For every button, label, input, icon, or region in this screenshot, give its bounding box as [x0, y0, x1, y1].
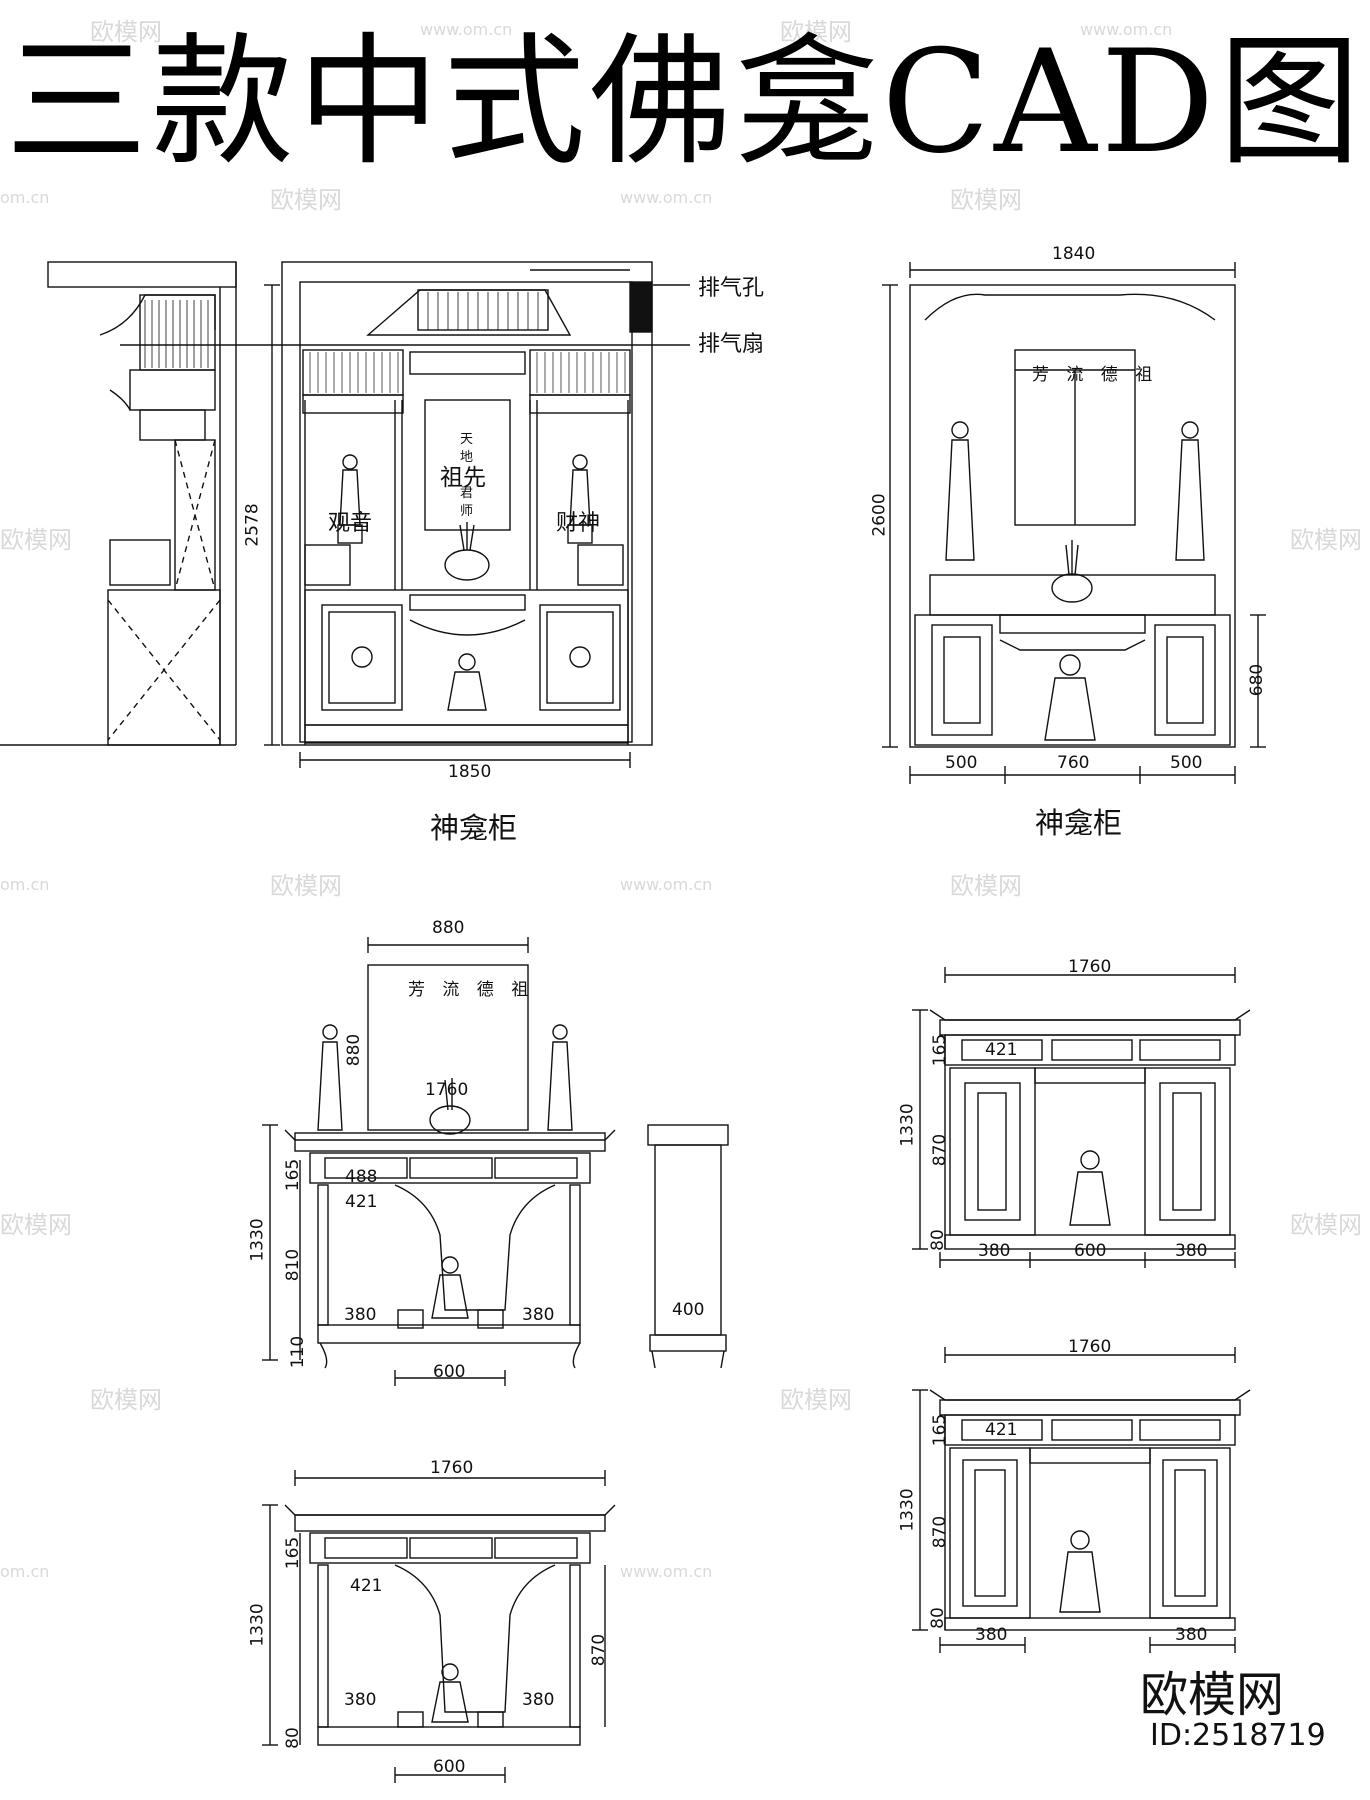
watermark-domain: www.om.cn	[620, 1562, 713, 1581]
watermark-brand: 欧模网	[1290, 526, 1362, 554]
dim-drawer-421-c: 421	[350, 1576, 383, 1596]
dim-drawer-421-a: 421	[345, 1192, 378, 1212]
front-elevation-mid-right	[912, 967, 1251, 1268]
tablet-char-4: 师	[460, 504, 474, 519]
tablet-char-1: 天	[460, 432, 474, 447]
tablet-ancestors: 祖先	[440, 465, 486, 491]
tablet-char-3: 君	[460, 486, 474, 501]
model-id: ID:2518719	[1150, 1718, 1326, 1753]
dim-width-1760-b: 1760	[1068, 957, 1112, 977]
dim-base-80-b: 80	[927, 1229, 948, 1251]
incense-burner-1	[444, 522, 490, 581]
tablet-char-2: 地	[460, 450, 474, 465]
dim-width-500-left: 500	[945, 753, 978, 773]
dim-base-80-c: 80	[282, 1727, 303, 1749]
figure-pair-top-right	[945, 421, 1205, 741]
dim-height-1330-b: 1330	[897, 1103, 918, 1147]
dim-drawer-165-d: 165	[930, 1413, 951, 1447]
dim-height-2600: 2600	[869, 493, 890, 537]
watermark-brand: 欧模网	[90, 18, 162, 46]
label-guanyin: 观音	[328, 511, 373, 536]
front-elevation-mid-left	[262, 937, 616, 1386]
dim-drawer-421-d: 421	[985, 1420, 1018, 1440]
dim-width-880: 880	[432, 918, 465, 938]
dim-drawer-165-b: 165	[930, 1033, 951, 1067]
watermark-brand: 欧模网	[270, 872, 342, 900]
watermark-brand: 欧模网	[950, 872, 1022, 900]
buddha-figure-1	[447, 653, 487, 711]
watermark-domain: om.cn	[0, 875, 50, 894]
watermark-brand: 欧模网	[1290, 1211, 1362, 1239]
watermark-brand: 欧模网	[780, 18, 852, 46]
watermark-brand: 欧模网	[270, 186, 342, 214]
dim-width-760: 760	[1057, 753, 1090, 773]
side-view-400	[647, 1124, 729, 1369]
dim-width-1760-a: 1760	[425, 1080, 469, 1100]
dim-width-1760-d: 1760	[1068, 1337, 1112, 1357]
label-vent-hole: 排气孔	[698, 276, 765, 301]
watermark-brand: 欧模网	[0, 1211, 72, 1239]
dim-base-80-d: 80	[927, 1607, 948, 1629]
dim-center-600-b: 600	[1074, 1241, 1107, 1261]
side-section-view	[0, 261, 280, 746]
dim-drawer-165-a: 165	[283, 1158, 304, 1192]
plaque-text-1: 芳 流 德 祖	[1032, 365, 1159, 385]
dim-height-1330-c: 1330	[247, 1603, 268, 1647]
caption-shrine-cabinet-1: 神龛柜	[430, 811, 518, 845]
watermark-domain: om.cn	[0, 188, 50, 207]
watermark-domain: www.om.cn	[620, 188, 713, 207]
dim-drawer-488: 488	[345, 1167, 378, 1187]
dim-width-1760-c: 1760	[430, 1458, 474, 1478]
front-elevation-1840	[882, 262, 1266, 784]
dim-height-1330-a: 1330	[247, 1218, 268, 1262]
watermark-brand: 欧模网	[0, 526, 72, 554]
dim-width-500-right: 500	[1170, 753, 1203, 773]
figure-guanyin	[337, 454, 363, 544]
dim-height-680: 680	[1247, 663, 1268, 697]
dim-cabinet-870-b: 870	[930, 1133, 951, 1167]
dim-drawer-421-b: 421	[985, 1040, 1018, 1060]
dim-plaque-880: 880	[344, 1033, 365, 1067]
dim-side-380-left-d: 380	[975, 1625, 1008, 1645]
page-title: 三款中式佛龛CAD图	[5, 20, 1365, 185]
dim-drawer-165-c: 165	[283, 1536, 304, 1570]
front-elevation-bottom-right	[912, 1347, 1251, 1653]
dim-height-2578: 2578	[242, 503, 263, 547]
watermark-domain: www.om.cn	[620, 875, 713, 894]
watermark-domain: om.cn	[0, 1562, 50, 1581]
dim-side-380-right-b: 380	[1175, 1241, 1208, 1261]
dim-side-380-right-c: 380	[522, 1690, 555, 1710]
dim-cabinet-870-d: 870	[930, 1515, 951, 1549]
plaque-text-2: 芳 流 德 祖	[408, 980, 535, 1000]
watermark-domain: www.om.cn	[1080, 20, 1173, 39]
caption-shrine-cabinet-2: 神龛柜	[1035, 806, 1123, 840]
watermark-brand: 欧模网	[780, 1386, 852, 1414]
watermark-brand: 欧模网	[950, 186, 1022, 214]
dim-side-380-right-a: 380	[522, 1305, 555, 1325]
dim-side-380-left-b: 380	[978, 1241, 1011, 1261]
dim-side-view-400: 400	[672, 1300, 705, 1320]
dim-base-110: 110	[288, 1335, 309, 1369]
dim-width-1850: 1850	[448, 762, 492, 782]
watermark-domain: www.om.cn	[420, 20, 513, 39]
brand-logo-text: 欧模网	[1140, 1667, 1285, 1723]
label-vent-fan: 排气扇	[698, 332, 765, 357]
watermark-brand: 欧模网	[90, 1386, 162, 1414]
figure-pair-mid-left	[317, 1024, 573, 1135]
figure-caishen	[567, 454, 593, 544]
dim-center-600-c: 600	[433, 1757, 466, 1777]
dim-side-380-left-c: 380	[344, 1690, 377, 1710]
dim-center-600-a: 600	[433, 1362, 466, 1382]
dim-side-380-right-d: 380	[1175, 1625, 1208, 1645]
front-elevation-1850	[120, 261, 690, 768]
dim-side-380-left-a: 380	[344, 1305, 377, 1325]
dim-leg-810: 810	[283, 1248, 304, 1282]
dim-width-1840: 1840	[1052, 244, 1096, 264]
dim-cabinet-870-c: 870	[589, 1633, 610, 1667]
dim-height-1330-d: 1330	[897, 1488, 918, 1532]
label-caishen: 财神	[556, 511, 601, 536]
front-elevation-bottom-left	[262, 1470, 616, 1783]
